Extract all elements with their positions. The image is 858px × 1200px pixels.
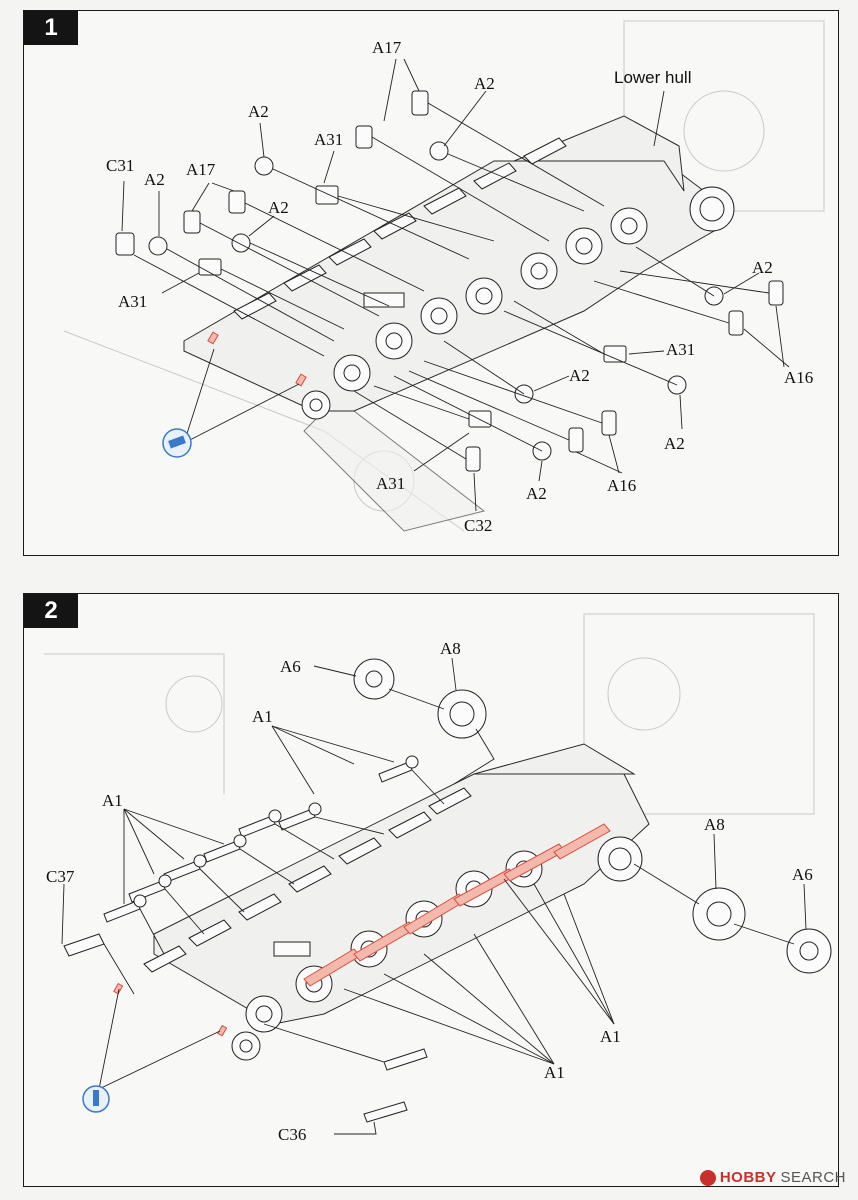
label-a2-mid: A2 xyxy=(268,198,289,217)
glue-icon xyxy=(82,1085,110,1113)
callout-leaders xyxy=(121,58,790,512)
loose-parts-right xyxy=(353,246,784,472)
loose-a1-arms xyxy=(63,755,445,1123)
background-ghost xyxy=(44,613,815,815)
step-1-panel: 1 xyxy=(23,10,839,556)
label-a8-right: A8 xyxy=(704,815,725,834)
loose-parts-left xyxy=(115,90,605,357)
label-c36: C36 xyxy=(278,1125,306,1144)
installed-a1-arms xyxy=(113,823,611,1037)
watermark-hobby: HOBBY xyxy=(719,1169,777,1186)
step-1-diagram: A17 A2 Lower hull A2 A31 C31 A2 A17 A2 A… xyxy=(63,20,825,535)
watermark: HOBBY SEARCH xyxy=(699,1169,846,1186)
label-a6-right: A6 xyxy=(792,865,813,884)
label-a16-bottom: A16 xyxy=(607,476,636,495)
lower-hull xyxy=(113,743,650,1061)
label-c37: C37 xyxy=(46,867,75,886)
glue-icon xyxy=(162,428,192,458)
label-a31-bottom: A31 xyxy=(376,474,405,493)
label-c31: C31 xyxy=(106,156,134,175)
sprocket-a6-right xyxy=(633,863,832,974)
label-a31-left: A31 xyxy=(118,292,147,311)
label-a31-top: A31 xyxy=(314,130,343,149)
label-a2-top: A2 xyxy=(474,74,495,93)
lower-hull xyxy=(183,115,735,532)
label-a1-right: A1 xyxy=(600,1027,621,1046)
callout-leaders xyxy=(61,657,807,1135)
label-a16-right: A16 xyxy=(784,368,813,387)
label-a31-right: A31 xyxy=(666,340,695,359)
step-number: 1 xyxy=(24,11,78,45)
label-a2-lower-right: A2 xyxy=(664,434,685,453)
sprocket-a6-top xyxy=(353,658,495,785)
label-a2-left1: A2 xyxy=(248,102,269,121)
watermark-search: SEARCH xyxy=(780,1169,846,1186)
label-a2-left2: A2 xyxy=(144,170,165,189)
hobby-search-logo-icon xyxy=(699,1169,716,1186)
step-number: 2 xyxy=(24,594,78,628)
step-2-panel: 2 xyxy=(23,593,839,1187)
label-lower-hull: Lower hull xyxy=(614,68,692,87)
label-a17-top: A17 xyxy=(372,38,402,57)
label-a2-bottom: A2 xyxy=(526,484,547,503)
label-a2-lower: A2 xyxy=(569,366,590,385)
label-a1-bottom: A1 xyxy=(544,1063,565,1082)
label-a17-left: A17 xyxy=(186,160,216,179)
label-a2-right: A2 xyxy=(752,258,773,277)
label-a6-top: A6 xyxy=(280,657,301,676)
step-2-diagram: A6 A8 A1 A1 C37 A8 A6 A1 A1 C36 xyxy=(44,613,832,1144)
label-a8-top: A8 xyxy=(440,639,461,658)
label-a1-top: A1 xyxy=(252,707,273,726)
label-c32: C32 xyxy=(464,516,492,535)
label-a1-left: A1 xyxy=(102,791,123,810)
